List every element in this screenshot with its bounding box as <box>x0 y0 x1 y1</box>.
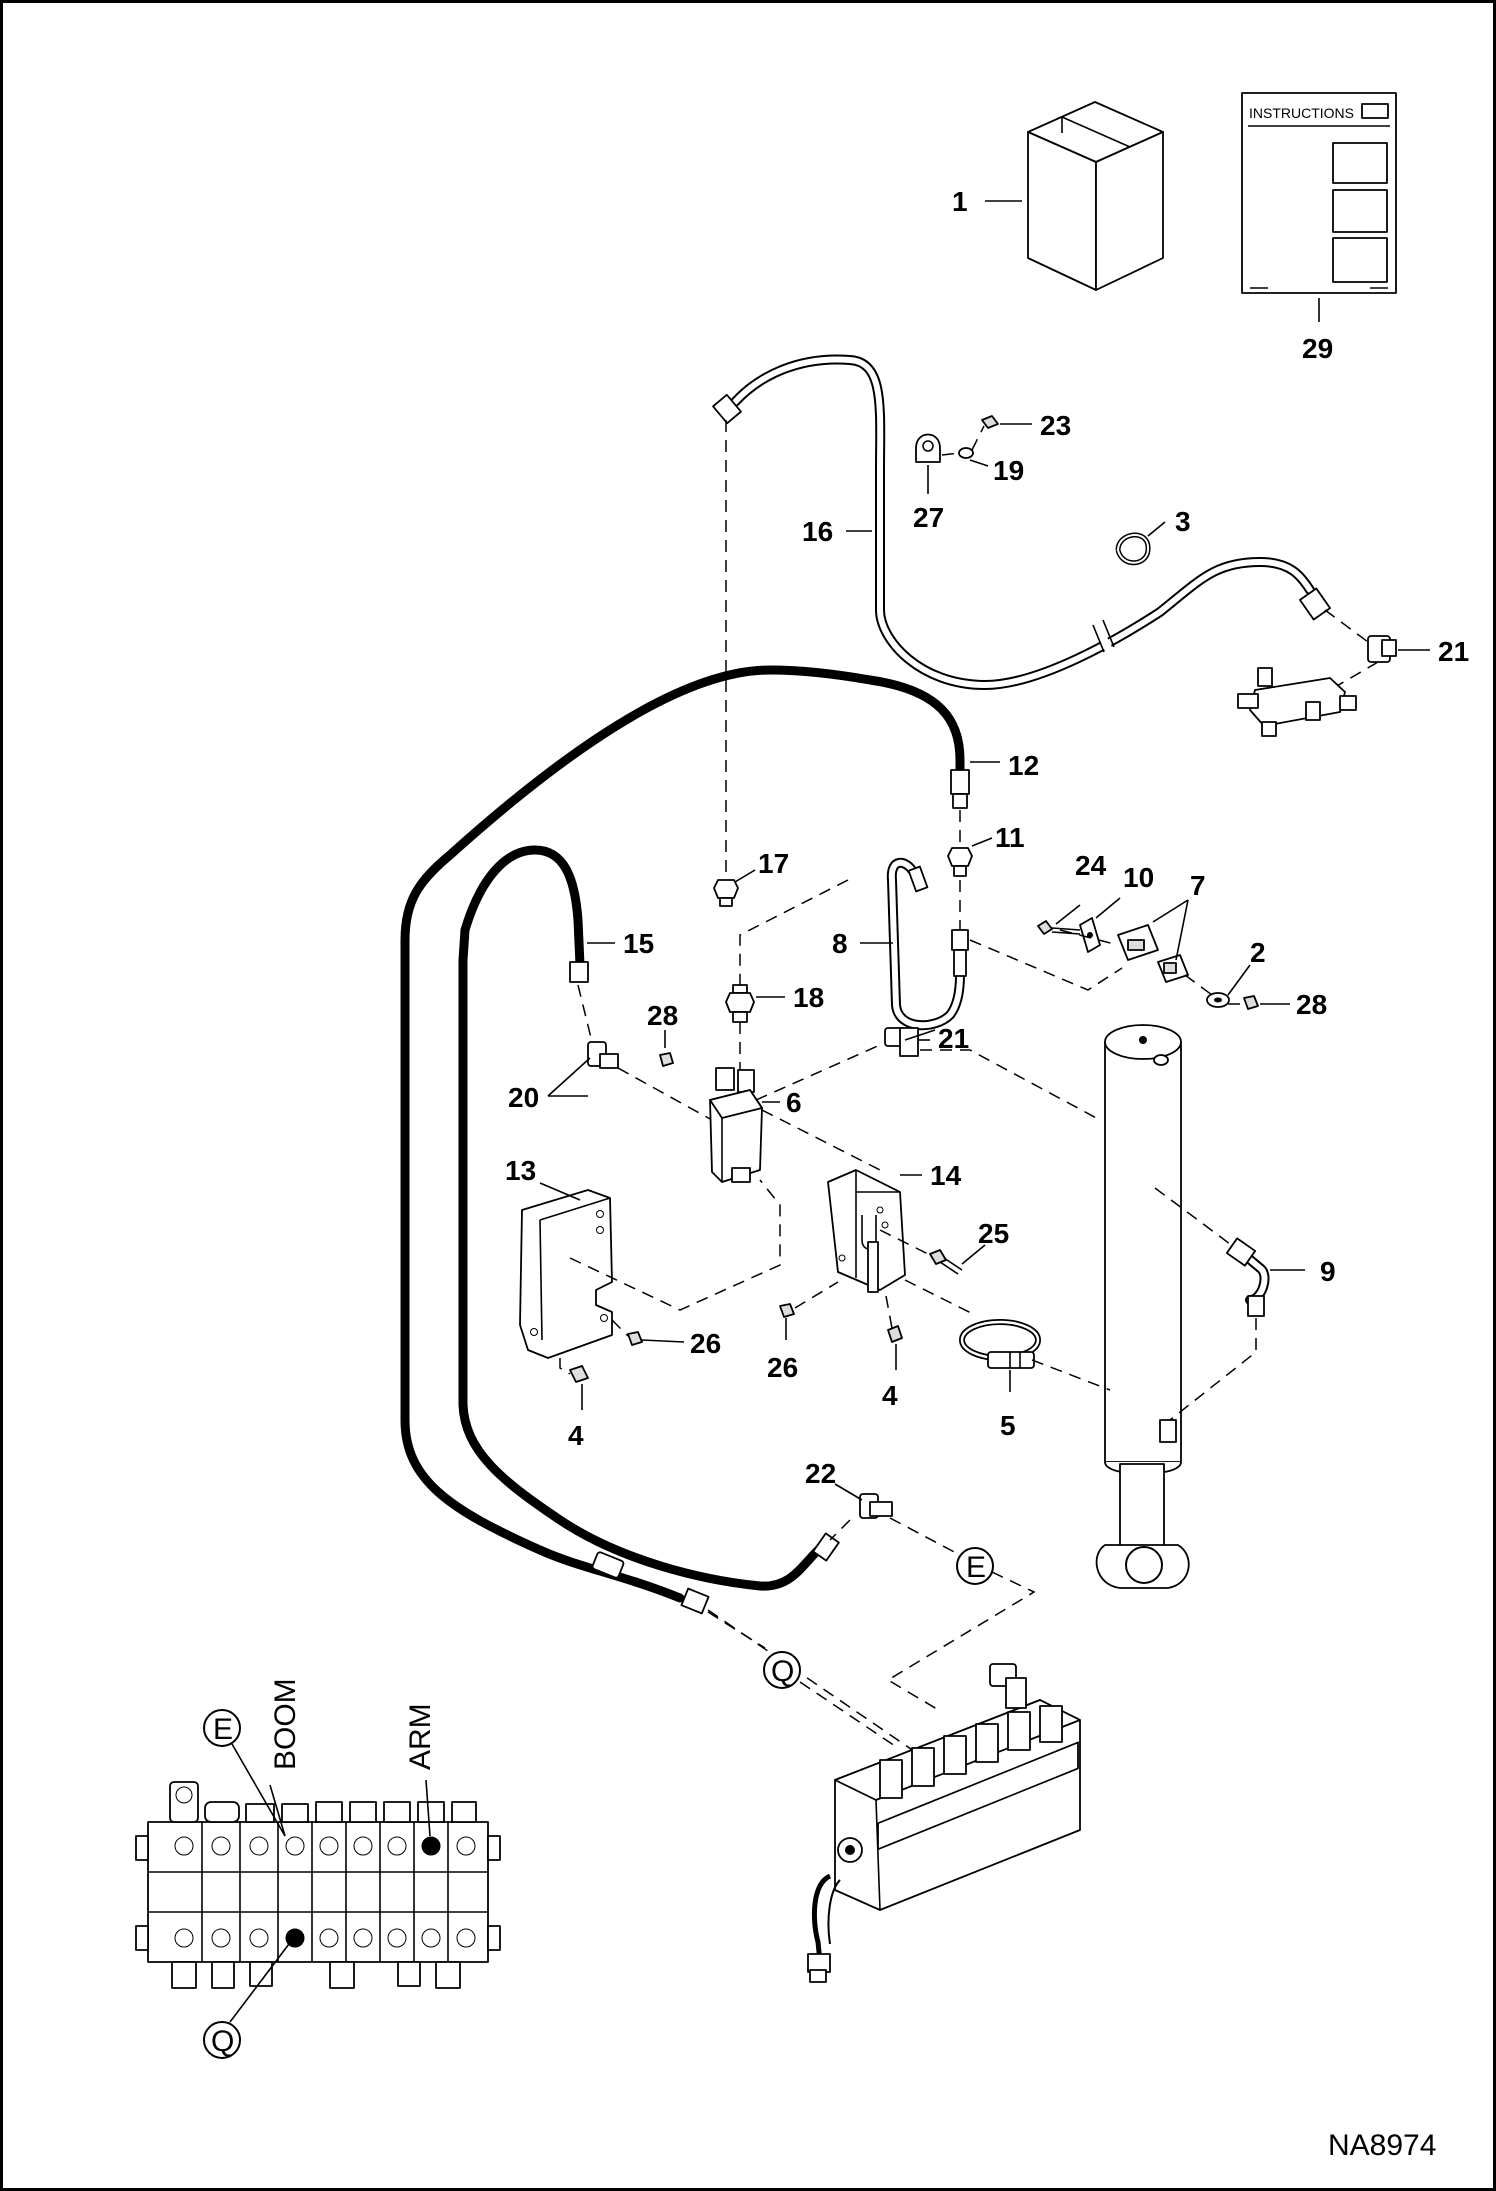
hose-12 <box>400 665 970 1615</box>
elbow-20 <box>587 1041 619 1069</box>
callout-18: 18 <box>793 982 824 1013</box>
tube-16 <box>712 354 1331 690</box>
clip-3 <box>1115 532 1151 566</box>
valve-6 <box>709 1067 763 1183</box>
hose-15 <box>458 845 840 1591</box>
callout-21-lower: 21 <box>938 1023 969 1054</box>
callout-26-right: 26 <box>767 1352 798 1383</box>
instructions-title: INSTRUCTIONS <box>1249 105 1354 121</box>
nut-4-left <box>569 1365 589 1383</box>
port-marker-e: E <box>956 1547 994 1585</box>
plate-10 <box>1079 917 1101 953</box>
callout-24: 24 <box>1075 850 1107 881</box>
elbow-22 <box>859 1493 893 1519</box>
callout-14: 14 <box>930 1160 962 1191</box>
bolt-26-left <box>627 1331 643 1346</box>
inset-arm-label: ARM <box>404 1703 437 1770</box>
callout-28-left: 28 <box>647 1000 678 1031</box>
tee-block <box>1237 667 1357 737</box>
valve-inset <box>135 1781 501 1989</box>
callout-20: 20 <box>508 1082 539 1113</box>
bolt-23 <box>981 415 999 429</box>
port-marker-q: Q <box>763 1651 801 1689</box>
callout-10: 10 <box>1123 862 1154 893</box>
inset-marker-e: E <box>203 1709 241 1747</box>
callout-22: 22 <box>805 1458 836 1489</box>
callout-19: 19 <box>993 455 1024 486</box>
svg-text:E: E <box>213 1713 233 1746</box>
callout-9: 9 <box>1320 1256 1336 1287</box>
fitting-18 <box>725 984 755 1023</box>
bolt-24 <box>1037 920 1053 935</box>
svg-text:Q: Q <box>211 2025 234 2058</box>
nut-28-right <box>1243 995 1259 1010</box>
bolt-25 <box>929 1249 963 1275</box>
callout-11: 11 <box>995 822 1025 853</box>
callout-28-right: 28 <box>1296 989 1327 1020</box>
elbow-21-lower <box>884 1027 919 1057</box>
callout-3: 3 <box>1175 506 1191 537</box>
callout-27: 27 <box>913 502 944 533</box>
inset-boom-label: BOOM <box>269 1678 302 1770</box>
bolt-26-right <box>779 1303 795 1318</box>
callout-21-upper: 21 <box>1438 636 1469 667</box>
callout-12: 12 <box>1008 750 1039 781</box>
control-valve-iso <box>807 1663 1081 1983</box>
callout-29: 29 <box>1302 333 1333 364</box>
callout-13: 13 <box>505 1155 536 1186</box>
callout-1: 1 <box>952 186 968 217</box>
fitting-11 <box>947 847 973 877</box>
nut-28-left <box>659 1052 674 1067</box>
fitting-17 <box>713 879 739 907</box>
bracket-13 <box>519 1189 613 1359</box>
callout-4-right: 4 <box>882 1380 898 1411</box>
tube-8 <box>886 857 969 1031</box>
clip-7 <box>1117 924 1189 983</box>
hydraulic-cylinder <box>1095 1024 1190 1589</box>
nut-4-right <box>887 1325 903 1343</box>
svg-text:E: E <box>966 1551 986 1584</box>
clamp-5 <box>959 1319 1041 1369</box>
callout-5: 5 <box>1000 1410 1016 1441</box>
callout-15: 15 <box>623 928 654 959</box>
washer-19 <box>958 447 974 459</box>
box-part <box>1027 101 1164 291</box>
callout-16: 16 <box>802 516 833 547</box>
callout-2: 2 <box>1250 937 1266 968</box>
callout-26-left: 26 <box>690 1328 721 1359</box>
clamp-27 <box>915 433 941 463</box>
bracket-14 <box>827 1169 906 1293</box>
svg-text:Q: Q <box>771 1655 794 1688</box>
callout-4-left: 4 <box>568 1420 584 1451</box>
callout-25: 25 <box>978 1218 1009 1249</box>
callout-23: 23 <box>1040 410 1071 441</box>
callout-8: 8 <box>832 928 848 959</box>
callout-17: 17 <box>758 848 789 879</box>
elbow-21-upper <box>1367 635 1397 663</box>
callout-7: 7 <box>1190 870 1206 901</box>
inset-marker-q: Q <box>203 2021 241 2059</box>
drawing-id: NA8974 <box>1328 2129 1436 2162</box>
instructions-sheet: INSTRUCTIONS <box>1241 92 1397 294</box>
callout-6: 6 <box>786 1087 802 1118</box>
tube-9 <box>1225 1237 1270 1317</box>
